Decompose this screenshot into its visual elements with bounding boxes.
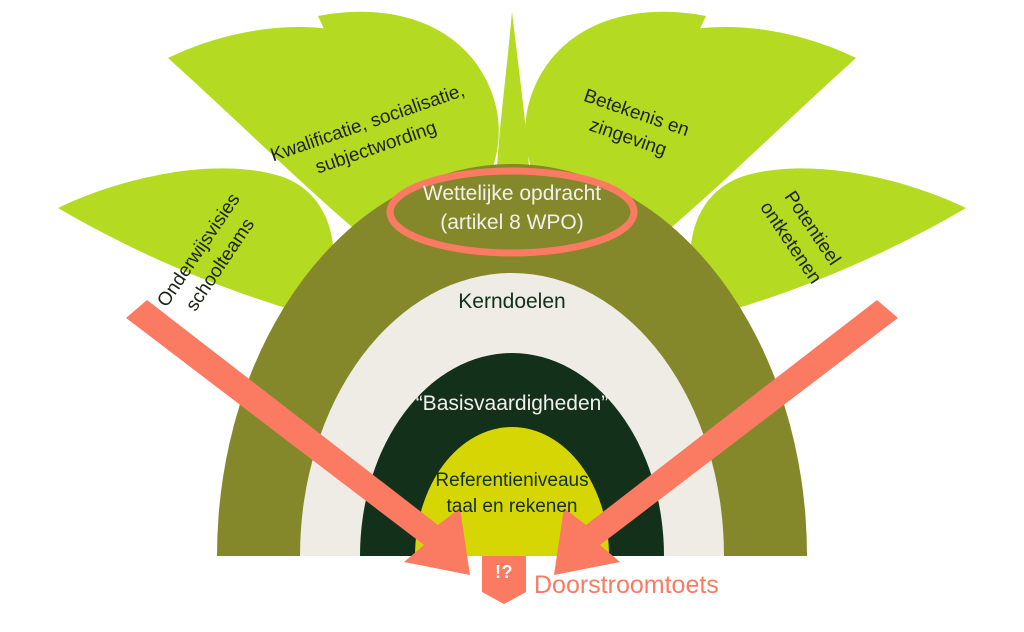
left-converging-arrow	[126, 300, 470, 575]
leaf-potentieel-ontketenen	[690, 168, 966, 318]
ring-stack	[217, 164, 807, 556]
leaf-center-notch	[496, 12, 530, 204]
highlight-ellipse-wettelijke-opdracht	[386, 167, 638, 257]
doorstroomtoets-label: Doorstroomtoets	[534, 571, 719, 599]
right-converging-arrow	[554, 300, 898, 575]
badge-symbol: !?	[495, 562, 513, 582]
leaf-onderwijsvisies-schoolteams	[58, 168, 334, 318]
ring-referentieniveaus	[415, 427, 609, 556]
leaf-betekenis-en-zingeving	[579, 27, 856, 262]
doorstroomtoets-badge: !?	[482, 556, 526, 604]
bookmark-banner-icon	[482, 556, 526, 604]
